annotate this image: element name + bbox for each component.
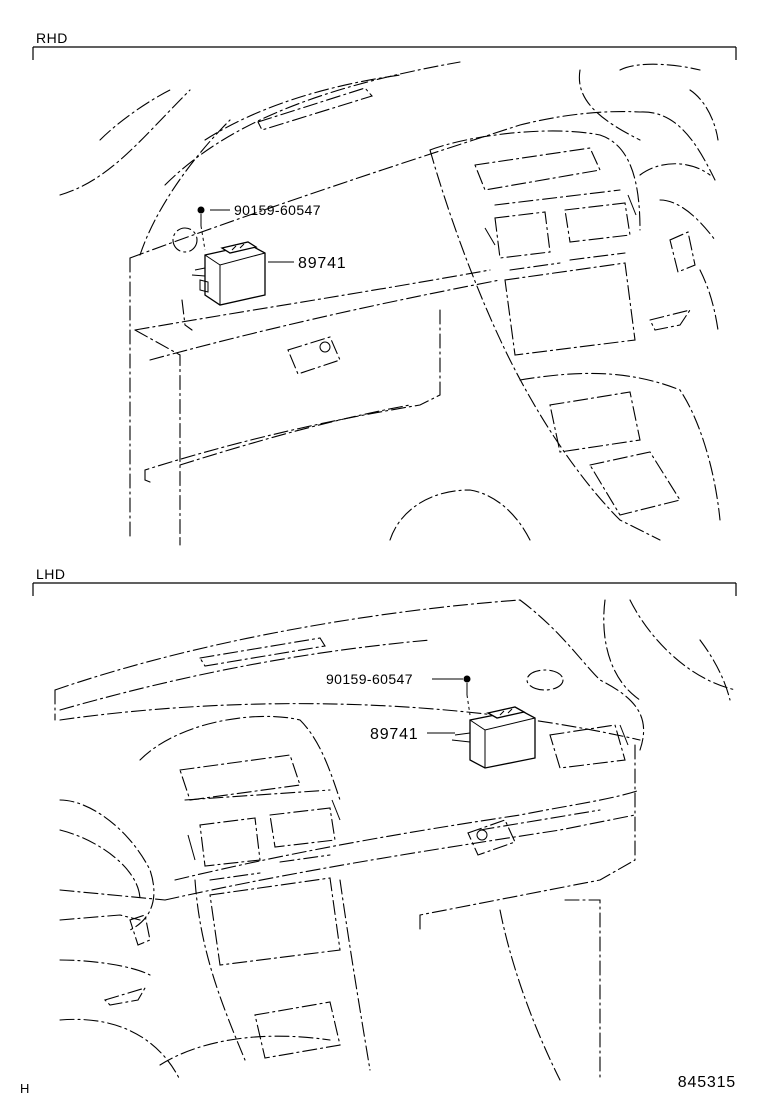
- section-label-rhd: RHD: [36, 30, 68, 46]
- corner-mark: H: [20, 1081, 30, 1096]
- rhd-dashboard-outline: [59, 61, 721, 546]
- rhd-bolt-icon: [197, 206, 206, 251]
- lhd-module-part-number: 89741: [370, 726, 419, 743]
- rhd-frame: [32, 46, 737, 60]
- rhd-bolt-part-number: 90159-60547: [234, 202, 321, 218]
- lhd-bolt-part-number: 90159-60547: [326, 671, 413, 687]
- lhd-bolt-icon: [463, 675, 471, 716]
- lhd-dashboard-outline: [54, 599, 737, 1081]
- lhd-module-icon: [451, 706, 536, 769]
- illustration-number: 845315: [677, 1074, 736, 1091]
- rhd-module-part-number: 89741: [298, 255, 347, 272]
- section-label-lhd: LHD: [36, 566, 66, 582]
- lhd-frame: [32, 582, 737, 596]
- rhd-module-icon: [191, 241, 266, 306]
